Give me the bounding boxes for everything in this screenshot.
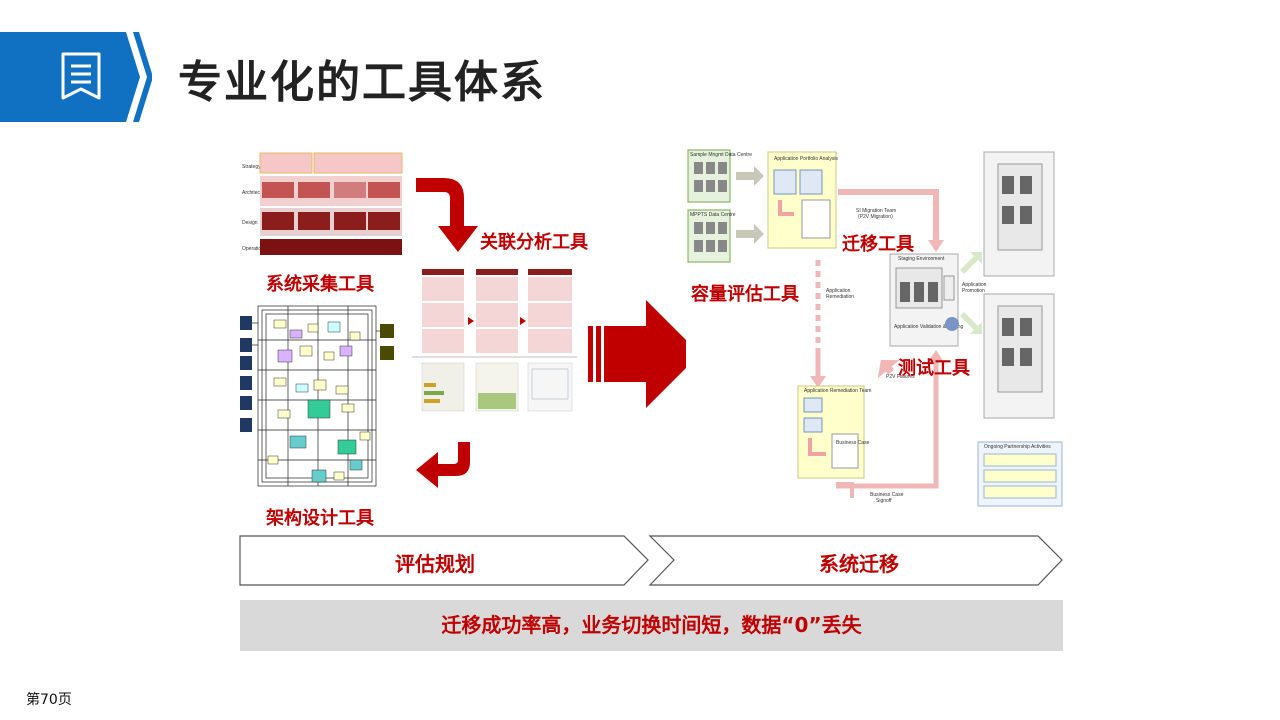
svg-text:Architecture: Architecture bbox=[242, 190, 269, 196]
arch-tool-label: 架构设计工具 bbox=[266, 508, 374, 529]
result-banner bbox=[240, 600, 1063, 651]
document-icon bbox=[61, 52, 101, 100]
capacity-tool-label: 容量评估工具 bbox=[691, 284, 799, 305]
svg-text:Promotion: Promotion bbox=[962, 288, 985, 294]
arrow-to-arch-icon bbox=[416, 442, 470, 488]
svg-text:SI Migration Team: SI Migration Team bbox=[856, 208, 896, 214]
result-banner-text: 迁移成功率高，业务切换时间短，数据“0”丢失 bbox=[441, 613, 862, 637]
svg-text:Staging Environment: Staging Environment bbox=[898, 256, 945, 262]
svg-text:MPPTS Data Centre: MPPTS Data Centre bbox=[690, 212, 736, 218]
svg-text:Strategy: Strategy bbox=[242, 164, 261, 170]
svg-text:Design: Design bbox=[242, 220, 258, 226]
big-right-arrow-icon bbox=[588, 300, 700, 408]
svg-text:Business Case: Business Case bbox=[870, 492, 904, 498]
svg-text:Application: Application bbox=[962, 282, 987, 288]
svg-text:Sample Mngmt Data Centre: Sample Mngmt Data Centre bbox=[690, 152, 752, 158]
strategy-architecture-image: Strategy Architecture Design Operations bbox=[240, 148, 404, 260]
analysis-tool-label: 关联分析工具 bbox=[480, 232, 588, 253]
header-tab bbox=[0, 32, 152, 122]
svg-text:Operations: Operations bbox=[242, 246, 267, 252]
svg-text:Application: Application bbox=[826, 288, 851, 294]
svg-text:Application Portfolio Analysis: Application Portfolio Analysis bbox=[774, 156, 838, 162]
phase-migrate-label: 系统迁移 bbox=[819, 552, 899, 576]
svg-text:Application Validation & Testi: Application Validation & Testing bbox=[894, 324, 964, 330]
arrow-to-analysis-icon bbox=[416, 178, 478, 252]
svg-text:Signoff: Signoff bbox=[876, 498, 892, 504]
collect-tool-label: 系统采集工具 bbox=[266, 274, 374, 295]
phase-chevrons bbox=[239, 535, 1063, 586]
svg-text:Application Remediation Team: Application Remediation Team bbox=[804, 388, 871, 394]
svg-text:Ongoing Partnership Activities: Ongoing Partnership Activities bbox=[984, 444, 1051, 450]
svg-text:Remediation: Remediation bbox=[826, 294, 854, 300]
test-tool-label: 测试工具 bbox=[898, 358, 970, 379]
migration-process-diagram: Sample Mngmt Data Centre MPPTS Data Cent… bbox=[686, 148, 1064, 510]
svg-text:Business Case: Business Case bbox=[836, 440, 870, 446]
analysis-table-image bbox=[412, 265, 577, 415]
architecture-diagram-image bbox=[238, 300, 400, 498]
page-title: 专业化的工具体系 bbox=[178, 57, 546, 108]
svg-text:(P2V Migration): (P2V Migration) bbox=[858, 214, 893, 220]
migration-tool-label: 迁移工具 bbox=[842, 234, 914, 255]
svg-text:P2V Failures: P2V Failures bbox=[886, 374, 915, 380]
phase-assess-label: 评估规划 bbox=[395, 552, 475, 576]
page-number: 第70页 bbox=[26, 692, 72, 708]
